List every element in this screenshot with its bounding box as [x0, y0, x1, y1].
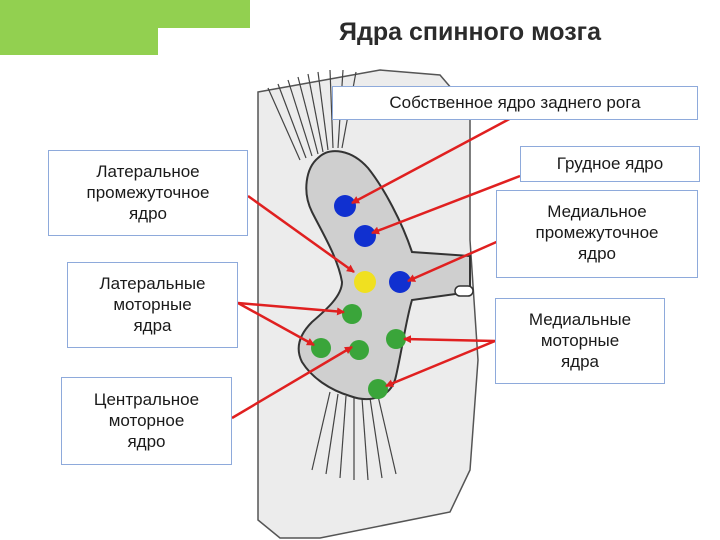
green-nucleus-dot: [386, 329, 406, 349]
green-nucleus-dot: [349, 340, 369, 360]
arrow-lateral-motor-2: [237, 301, 315, 347]
label-medial-intermediate: Медиальное промежуточное ядро: [496, 190, 698, 278]
green-nucleus-dot: [368, 379, 388, 399]
accent-bar-top: [0, 0, 250, 28]
arrow-medial-intermediate: [407, 234, 511, 283]
arrow-lateral-intermediate: [247, 194, 355, 274]
arrow-posterior-horn-proper: [351, 114, 516, 205]
yellow-nucleus-dot: [354, 271, 376, 293]
blue-nucleus-dot: [334, 195, 356, 217]
label-lateral-intermediate: Латеральное промежуточное ядро: [48, 150, 248, 236]
arrow-medial-motor-1: [403, 335, 496, 344]
green-nucleus-dot: [342, 304, 362, 324]
page-title: Ядра спинного мозга: [339, 18, 601, 46]
ventral-root-fibers: [311, 391, 397, 481]
arrow-lateral-motor-1: [237, 301, 345, 316]
green-nucleus-dot: [311, 338, 331, 358]
arrow-thoracic: [371, 174, 521, 235]
label-thoracic: Грудное ядро: [520, 146, 700, 182]
label-posterior-horn-proper: Собственное ядро заднего рога: [332, 86, 698, 120]
central-canal: [454, 285, 474, 297]
blue-nucleus-dot: [354, 225, 376, 247]
blue-nucleus-dot: [389, 271, 411, 293]
arrow-medial-motor-2: [385, 339, 496, 388]
accent-bar-bottom: [0, 28, 158, 55]
label-central-motor: Центральное моторное ядро: [61, 377, 232, 465]
arrow-central-motor: [231, 345, 353, 420]
label-lateral-motor: Латеральные моторные ядра: [67, 262, 238, 348]
label-medial-motor: Медиальные моторные ядра: [495, 298, 665, 384]
